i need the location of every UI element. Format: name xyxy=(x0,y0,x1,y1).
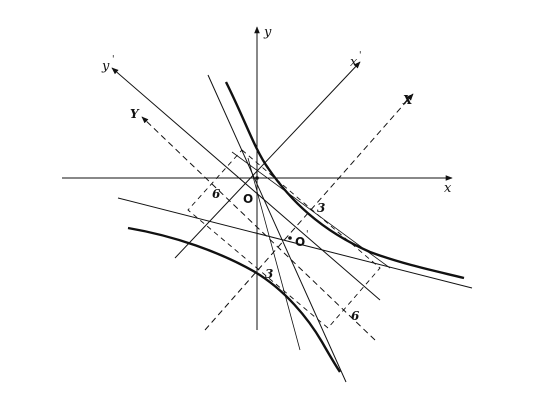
x-prime-axis xyxy=(174,61,361,259)
hyperbola-branch-upper xyxy=(224,81,465,280)
label-origin: O xyxy=(243,192,253,206)
asymptote-line-1 xyxy=(207,74,347,383)
tick-3-on-y: 3 xyxy=(265,267,273,281)
label-x: x xyxy=(444,181,452,196)
asymptote-line-2 xyxy=(117,197,473,289)
label-Y: Y xyxy=(130,107,140,121)
label-x-prime: x xyxy=(350,55,358,70)
label-x-prime-mark: ' xyxy=(359,51,361,61)
tick-3-on-X: 3 xyxy=(317,201,325,215)
aux-line-2 xyxy=(247,157,301,351)
origin-prime-point xyxy=(288,236,292,240)
hyperbola-branch-lower xyxy=(127,226,341,373)
y-prime-axis xyxy=(111,67,381,301)
label-X: X xyxy=(402,93,413,107)
origin-point xyxy=(255,176,259,180)
label-y-prime-mark: ' xyxy=(112,55,114,65)
tick-6-lower: 6 xyxy=(351,309,360,323)
X-axis-dashed xyxy=(204,93,414,331)
dashed-rectangle xyxy=(187,149,381,329)
tick-6-on-Y: 6 xyxy=(212,187,221,201)
label-origin-prime: O xyxy=(295,235,305,249)
label-origin-prime-mark: ' xyxy=(306,230,308,240)
label-y: y xyxy=(263,25,272,40)
label-y-prime: y xyxy=(101,59,110,74)
Y-axis-dashed xyxy=(141,116,376,341)
